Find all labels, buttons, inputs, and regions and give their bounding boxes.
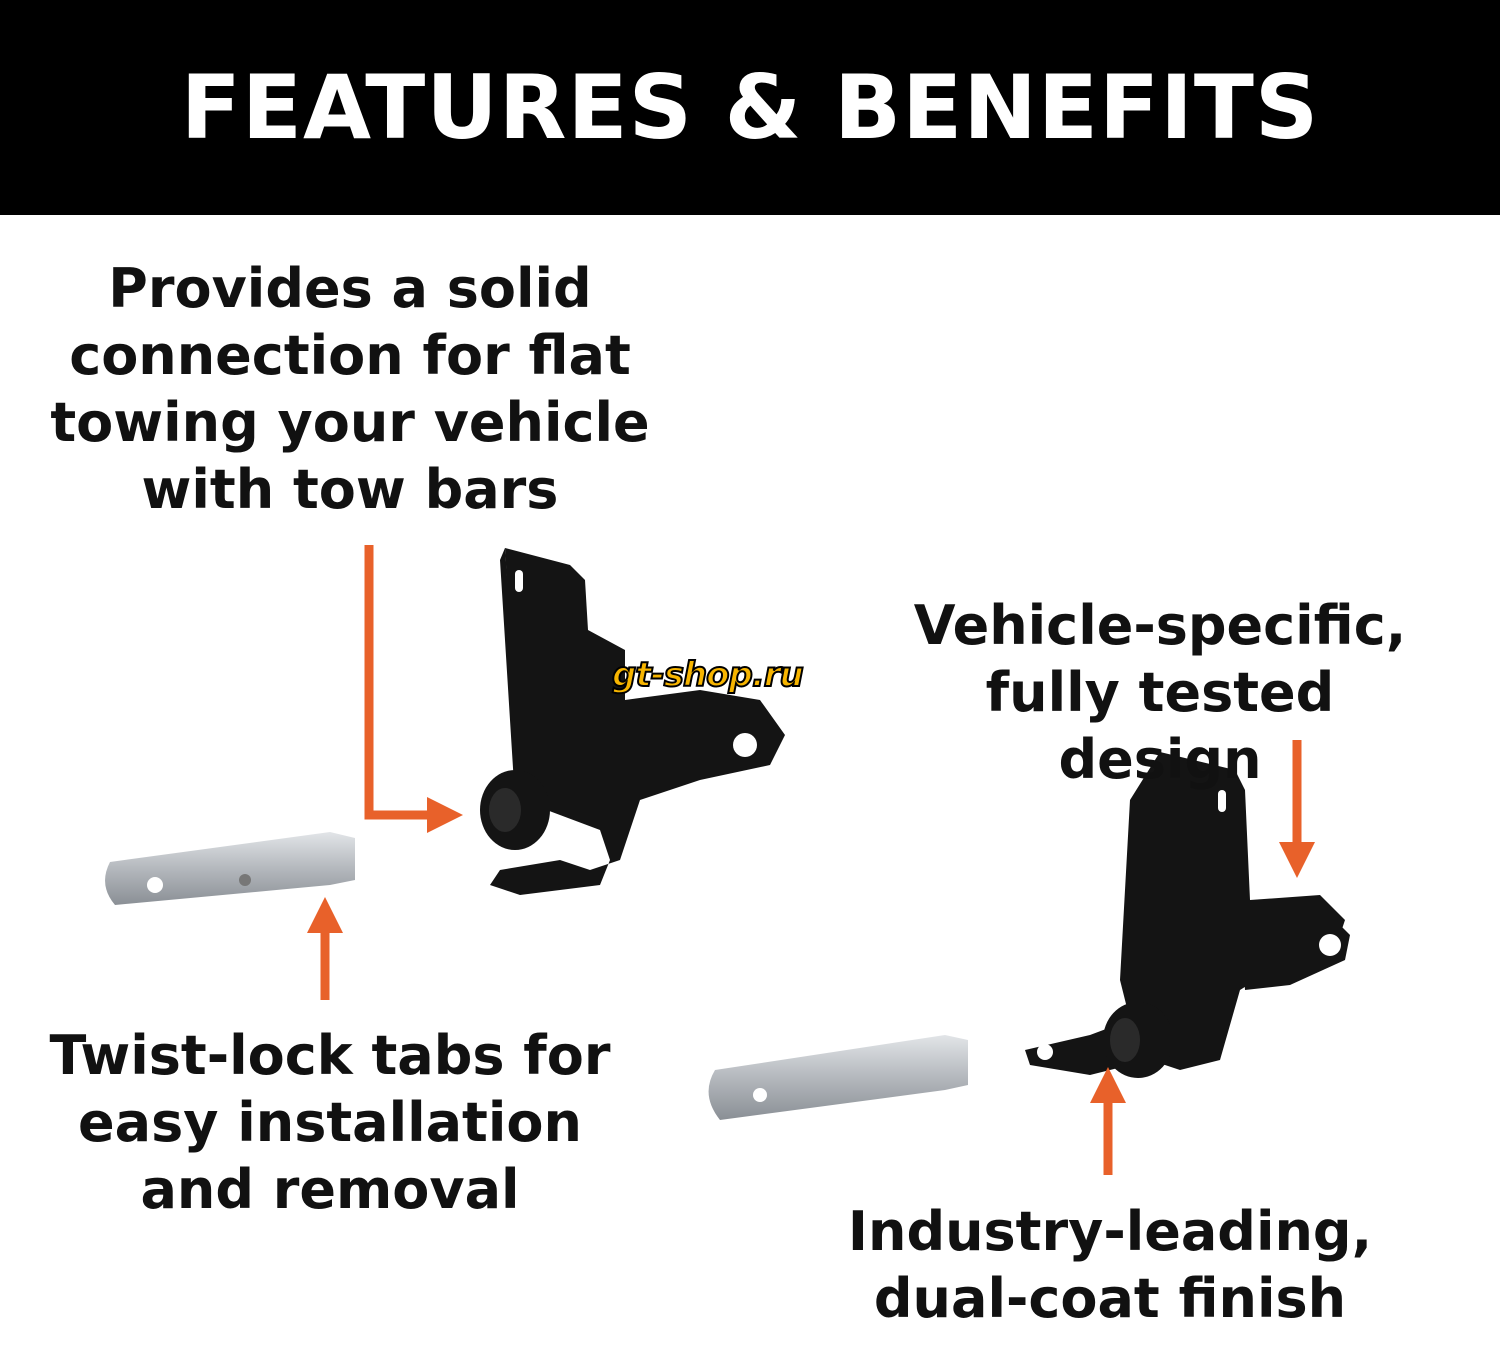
callout-solid-connection: Provides a solid connection for flat tow… [50, 257, 650, 521]
receiver-bracket-left [480, 548, 785, 895]
receiver-bracket-right [1025, 752, 1350, 1078]
callout-twist-lock: Twist-lock tabs for easy installation an… [49, 1024, 611, 1221]
arrow-right-icon [364, 545, 463, 833]
watermark-logo: gt-shop.ru [611, 654, 805, 696]
callout-vehicle-specific: Vehicle-specific, fully tested design [913, 594, 1407, 791]
tow-pin-left [105, 832, 355, 905]
callout-arrows [307, 545, 1315, 1175]
tow-pin-right [708, 1035, 968, 1120]
callout-finish: Industry-leading, dual-coat finish [847, 1200, 1373, 1330]
page-title: FEATURES & BENEFITS [180, 56, 1320, 159]
header-banner: FEATURES & BENEFITS [0, 0, 1500, 215]
